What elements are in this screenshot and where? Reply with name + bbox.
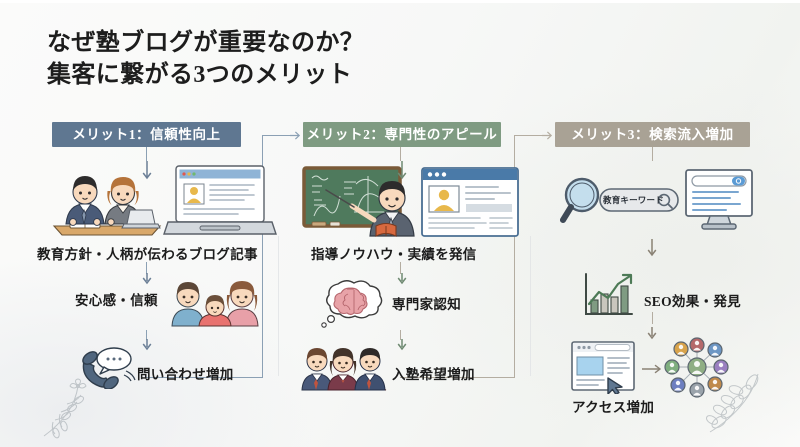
arrow-down-col2-1 <box>396 160 407 184</box>
arrow-down-col3-2 <box>646 326 657 350</box>
phone-speech-bubble-icon <box>82 347 136 389</box>
banner-merit-3: メリット3：検索流入増加 <box>555 122 750 147</box>
label-col2-item3: 入塾希望増加 <box>392 367 475 382</box>
arrow-down-col2-2 <box>396 272 407 296</box>
arrow-down-col1-2 <box>141 272 152 296</box>
label-col1-item3: 問い合わせ増加 <box>137 367 234 382</box>
arrow-down-col1-1 <box>141 160 152 184</box>
page-title-line-1: なぜ塾ブログが重要なのか？ <box>47 30 365 56</box>
column-separator-2 <box>530 236 531 376</box>
label-col1-item1: 教育方針・人柄が伝わるブログ記事 <box>37 247 258 262</box>
user-network-illustration <box>664 337 729 398</box>
family-illustration <box>171 281 259 327</box>
olive-branch-sprig-right <box>706 373 759 433</box>
botanical-sprig-left <box>43 378 87 439</box>
label-col3-item2: SEO効果・発見 <box>644 294 741 309</box>
arrow-down-col3-1 <box>646 238 657 262</box>
label-col2-item2: 専門家認知 <box>392 297 461 312</box>
webpage-with-cursor-illustration <box>571 341 635 394</box>
label-col2-item1: 指導ノウハウ・実績を発信 <box>311 247 477 262</box>
banner-merit-1: メリット1：信頼性向上 <box>52 122 241 147</box>
page-title: なぜ塾ブログが重要なのか？ 集客に繋がる3つのメリット <box>47 28 507 92</box>
three-students-illustration <box>301 348 387 391</box>
arrow-down-col1-3 <box>141 338 152 362</box>
brain-thought-bubble-icon <box>321 280 383 328</box>
page-title-line-2: 集客に繋がる3つのメリット <box>47 61 353 88</box>
growth-chart-icon <box>585 273 633 315</box>
search-bar-and-magnifier-illustration <box>560 177 679 223</box>
access-flow-arrow-icon <box>642 364 662 374</box>
search-results-monitor-illustration <box>685 169 753 230</box>
label-col1-item2: 安心感・信頼 <box>75 293 158 308</box>
top-white-band <box>0 0 800 3</box>
label-col3-item3: アクセス増加 <box>572 400 655 415</box>
teacher-blackboard-and-browser-illustration <box>302 166 519 237</box>
teachers-and-laptop-illustration <box>52 165 277 236</box>
connector-arrowhead-1 <box>290 131 301 140</box>
search-keyword-text: 教育キーワード <box>603 195 664 205</box>
connector-arrowhead-2 <box>542 131 553 140</box>
banner-merit-2: メリット2：専門性のアピール <box>303 122 501 147</box>
column-separator-1 <box>278 236 279 376</box>
arrow-down-col2-3 <box>396 338 407 362</box>
